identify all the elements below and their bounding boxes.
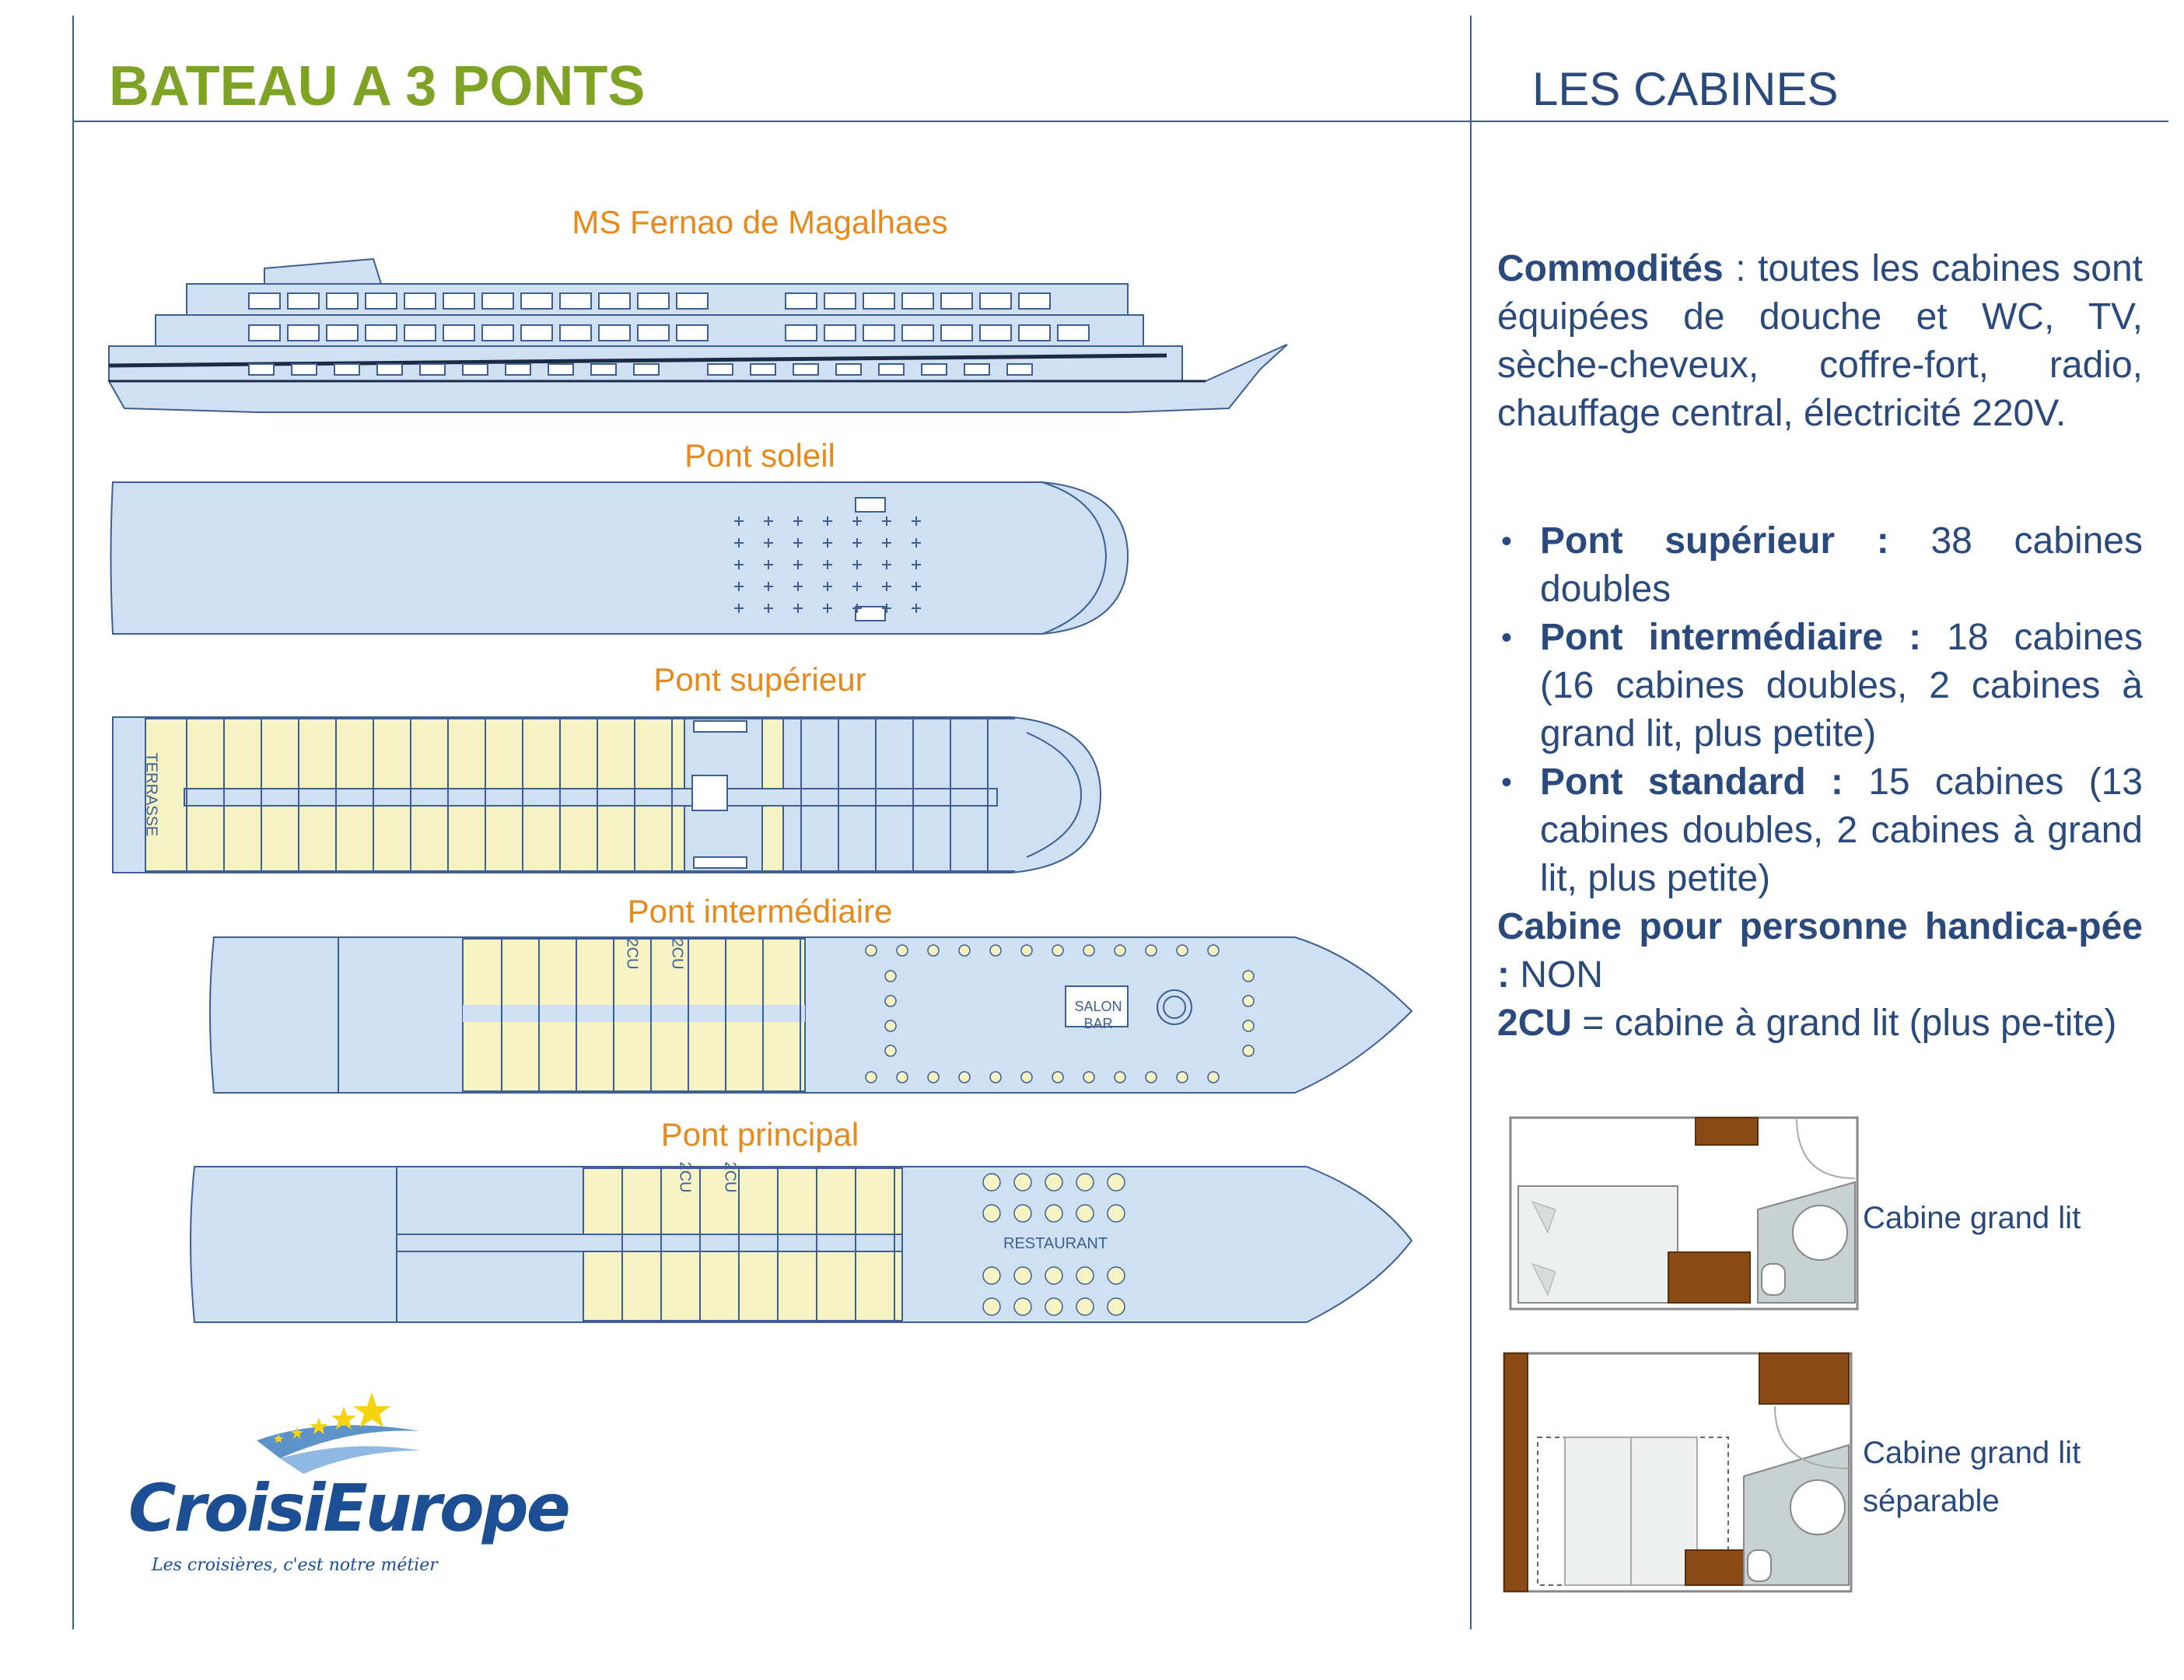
page-title: BATEAU A 3 PONTS xyxy=(109,55,646,117)
logo-graphic xyxy=(257,1392,420,1474)
bullet-label: Pont supérieur : xyxy=(1540,520,1889,562)
list-item: Pont intermédiaire : 18 cabines (16 cabi… xyxy=(1497,614,2143,758)
cu-label: 2CU xyxy=(1497,1003,1573,1044)
bar-label: BAR xyxy=(1083,1016,1113,1031)
salon-bar-label: SALON BAR xyxy=(1067,998,1129,1032)
bullet-text: 18 cabines (16 cabines doubles, 2 cabine… xyxy=(1540,617,2143,754)
deck-label-superieur: Pont supérieur xyxy=(653,661,866,698)
commodites-text: : toutes les cabines sont équipées de do… xyxy=(1497,248,2143,434)
cabin2-label-line1: Cabine grand lit xyxy=(1863,1436,2081,1470)
deck-summary-list: Pont supérieur : 38 cabines doubles Pont… xyxy=(1497,517,2143,903)
ship-name-label: MS Fernao de Magalhaes xyxy=(572,204,948,240)
croisieurope-logo: CroisiEurope Les croisières, c'est notre… xyxy=(124,1384,571,1587)
logo-tagline: Les croisières, c'est notre métier xyxy=(152,1556,438,1575)
list-item: Pont supérieur : 38 cabines doubles xyxy=(1497,517,2143,614)
code-2cu-label-3: 2CU xyxy=(676,1161,694,1193)
handicap-label: Cabine pour personne handica-pée : xyxy=(1497,906,2143,996)
deck-plan-intermediaire xyxy=(209,936,1413,1094)
terrasse-label: TERRASSE xyxy=(142,752,160,837)
code-2cu-label-4: 2CU xyxy=(721,1161,739,1193)
cabin-grand-lit-separable-label: Cabine grand lit séparable xyxy=(1863,1429,2081,1525)
cu-definition: 2CU = cabine à grand lit (plus pe-tite) xyxy=(1497,999,2143,1048)
deck-label-soleil: Pont soleil xyxy=(684,437,835,474)
section-title: LES CABINES xyxy=(1532,63,1839,115)
bullet-text: 38 cabines doubles xyxy=(1540,520,2143,610)
cu-text: = cabine à grand lit (plus pe-tite) xyxy=(1572,1003,2117,1044)
handicap-line: Cabine pour personne handica-pée : NON xyxy=(1497,903,2143,999)
restaurant-label: RESTAURANT xyxy=(1003,1235,1108,1252)
cabin-grand-lit-diagram xyxy=(1509,1116,1859,1311)
code-2cu-label-2: 2CU xyxy=(668,938,686,970)
bullet-label: Pont intermédiaire : xyxy=(1540,617,1922,658)
deck-label-principal: Pont principal xyxy=(660,1116,859,1153)
deck-plan-soleil xyxy=(110,481,1129,635)
left-frame-line xyxy=(72,16,74,1629)
list-item: Pont standard : 15 cabines (13 cabines d… xyxy=(1497,758,2143,903)
header-rule xyxy=(72,121,2168,122)
cabin-grand-lit-separable-diagram xyxy=(1503,1352,1853,1593)
bullet-label: Pont standard : xyxy=(1540,761,1843,803)
deck-plan-superieur xyxy=(112,716,1102,873)
cabin2-label-line2: séparable xyxy=(1863,1484,2000,1518)
cabin-grand-lit-label: Cabine grand lit xyxy=(1863,1201,2081,1235)
bullet-text: 15 cabines (13 cabines doubles, 2 cabine… xyxy=(1540,761,2143,899)
handicap-value: NON xyxy=(1509,954,1603,996)
commodites-paragraph: Commodités : toutes les cabines sont équ… xyxy=(1497,245,2143,438)
commodites-label: Commodités xyxy=(1497,248,1724,289)
center-divider-line xyxy=(1470,16,1472,1629)
deck-plan-principal xyxy=(190,1166,1413,1323)
logo-brand-text: CroisiEurope xyxy=(128,1470,571,1546)
code-2cu-label-1: 2CU xyxy=(623,938,641,970)
deck-label-intermediaire: Pont intermédiaire xyxy=(627,893,893,929)
deck-summary: Pont supérieur : 38 cabines doubles Pont… xyxy=(1497,517,2143,1048)
salon-label: SALON xyxy=(1074,999,1122,1014)
ship-profile-drawing xyxy=(107,257,1288,413)
